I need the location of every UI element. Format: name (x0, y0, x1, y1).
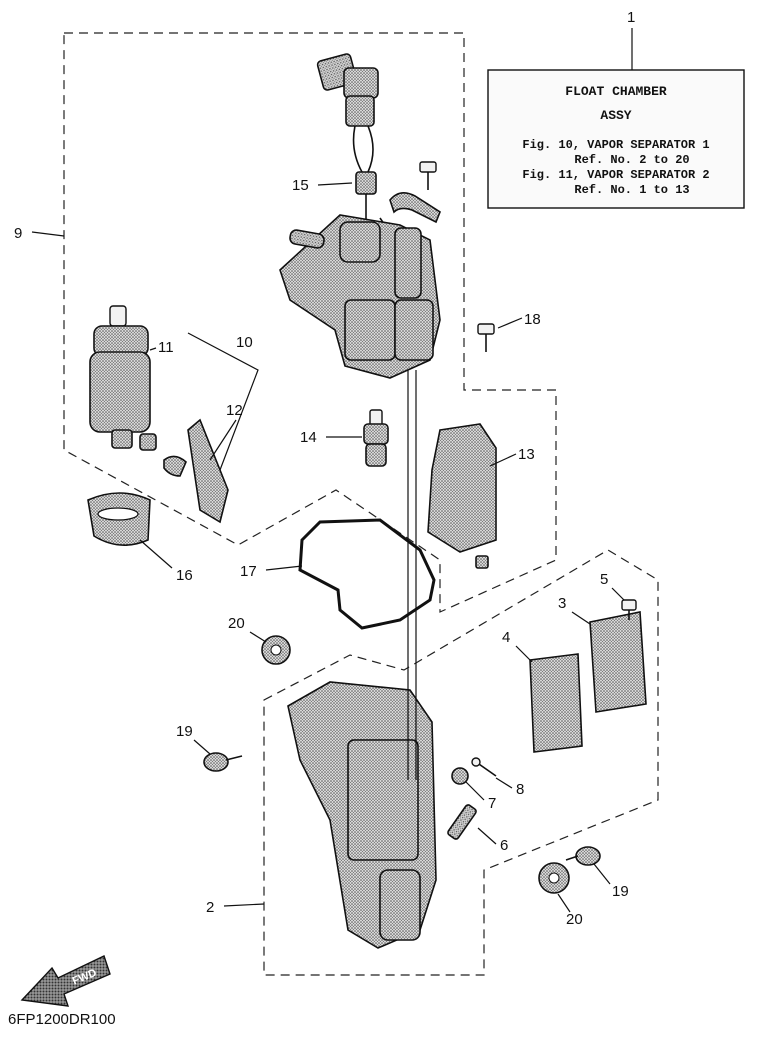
gasket-17 (298, 518, 436, 630)
screw-18 (477, 323, 495, 352)
callout-12: 12 (226, 402, 243, 419)
fuel-pump (89, 305, 157, 451)
forward-arrow-icon: FWD (20, 955, 111, 1007)
fuel-filter (163, 418, 229, 524)
bolt-19-left (203, 752, 243, 772)
info-box-subtitle: ASSY (600, 108, 631, 123)
part-8 (471, 757, 497, 777)
wire-harness-connector (316, 53, 379, 230)
sensor-14 (363, 409, 389, 467)
callout-9: 9 (14, 225, 22, 242)
callout-19-right: 19 (612, 883, 629, 900)
callout-11: 11 (158, 339, 174, 356)
bolt-19-right (565, 846, 601, 866)
callout-16: 16 (176, 567, 193, 584)
grommet-20-lower (538, 862, 570, 894)
callout-20-lower: 20 (566, 911, 583, 928)
plate-4 (529, 653, 583, 753)
callout-3: 3 (558, 595, 566, 612)
info-box-title: FLOAT CHAMBER (565, 84, 667, 99)
callout-18: 18 (524, 311, 541, 328)
info-box: 1 FLOAT CHAMBER ASSY Fig. 10, VAPOR SEPA… (487, 9, 745, 209)
part-7 (451, 767, 469, 785)
callout-6: 6 (500, 837, 508, 854)
screw-5 (621, 599, 637, 620)
callout-1: 1 (627, 9, 635, 26)
callout-13: 13 (518, 446, 535, 463)
callout-10: 10 (236, 334, 253, 351)
info-box-fig11-ref: Ref. No. 1 to 13 (574, 183, 689, 197)
plate-3 (589, 611, 647, 713)
callout-2: 2 (206, 899, 214, 916)
callout-20-upper: 20 (228, 615, 245, 632)
cover-13 (427, 423, 497, 569)
callout-7: 7 (488, 795, 496, 812)
info-box-fig10-ref: Ref. No. 2 to 20 (574, 153, 689, 167)
assembly-boundary-lower (263, 549, 659, 976)
drawing-code: 6FP1200DR100 (8, 1011, 116, 1028)
info-box-fig11: Fig. 11, VAPOR SEPARATOR 2 (522, 168, 709, 182)
callout-19-left: 19 (176, 723, 193, 740)
assembly-boundary-upper (63, 32, 557, 613)
callout-5: 5 (600, 571, 608, 588)
info-box-fig10: Fig. 10, VAPOR SEPARATOR 1 (522, 138, 709, 152)
callout-15: 15 (292, 177, 309, 194)
callout-8: 8 (516, 781, 524, 798)
float-chamber-body (287, 681, 437, 949)
callout-17: 17 (240, 563, 257, 580)
callout-14: 14 (300, 429, 317, 446)
part-6 (447, 804, 477, 840)
vapor-separator-upper-body (279, 214, 441, 379)
callout-4: 4 (502, 629, 510, 646)
pump-holder (87, 492, 151, 546)
grommet-20-upper (261, 635, 291, 665)
